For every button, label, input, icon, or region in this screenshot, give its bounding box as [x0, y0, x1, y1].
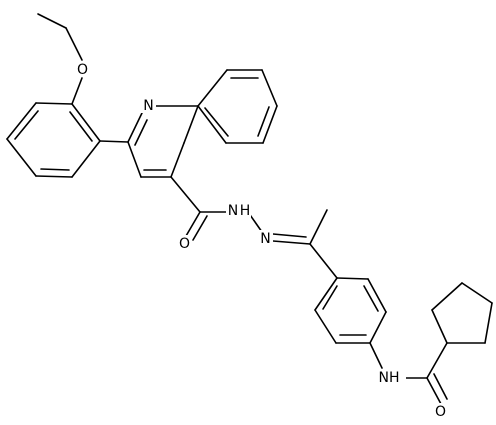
bond-cp-5: [431, 309, 448, 344]
atom-o-amide-label: O: [435, 404, 446, 420]
bond-phenyl-double-b: [40, 168, 70, 171]
bond-phenyl-3: [6, 138, 37, 177]
bond-ring2-6: [336, 277, 369, 280]
bond-c4a-c4: [170, 142, 185, 178]
atom-o-hydrazide-label: O: [179, 236, 190, 252]
atom-o-hydrazide: O: [177, 235, 192, 252]
bond-cp-3: [461, 282, 493, 304]
bond-c4-carbonyl: [170, 176, 201, 213]
bond-carbonyl-o: [185, 211, 201, 237]
atom-h-hydrazide-label: H: [240, 203, 251, 219]
bond-cp-2: [484, 302, 493, 344]
bond-o-aryl: [71, 77, 83, 105]
atom-n-quinoline-label: N: [143, 98, 153, 114]
bond-biaryl: [99, 140, 129, 143]
bond-ring2-1: [314, 277, 338, 311]
bond-imine-double: [272, 233, 307, 238]
bond-benzo-1: [197, 69, 228, 107]
bonds: [6, 13, 493, 405]
bond-c3-c2: [127, 141, 142, 178]
bond-phenyl-double-c: [69, 111, 93, 142]
atom-n-imine-label: N: [260, 231, 270, 247]
bond-imine: [272, 240, 311, 245]
bond-phenyl-2: [6, 102, 37, 140]
bond-aryl-nh: [369, 342, 383, 369]
atom-nh-hydrazide: N H: [226, 203, 251, 219]
bond-benzo-double-b: [257, 106, 270, 137]
atom-o-ether-label: O: [77, 62, 88, 78]
bond-benzo-double-c: [204, 107, 229, 137]
bond-phenyl-6: [71, 103, 101, 142]
bond-phenyl-double-a: [14, 110, 39, 140]
bond-benzo-4: [262, 105, 278, 144]
bond-ethyl-ch3: [37, 13, 67, 29]
atom-labels: O N N H N O NH O: [75, 61, 448, 420]
bond-ring2-2: [314, 309, 337, 344]
atom-n-imine: N: [258, 230, 273, 247]
atom-n-hydrazide-label: N: [228, 203, 238, 219]
bond-carbonyl-o-double: [192, 215, 208, 241]
bond-phenyl-4: [35, 175, 73, 178]
bond-amide-cyclopentyl: [426, 342, 448, 379]
bond-ethyl-ch2-o: [65, 27, 83, 61]
bond-c2-n1-double: [134, 119, 148, 146]
bond-ring2-double-a: [322, 285, 338, 310]
atom-n-quinoline: N: [141, 97, 156, 114]
bond-amide-co-double: [433, 373, 448, 400]
bond-phenyl-5: [71, 140, 101, 178]
atom-o-amide: O: [433, 403, 448, 420]
atom-nh-amide-label: NH: [379, 370, 400, 386]
bond-c8a-c4a: [183, 105, 199, 144]
bond-imine-methyl: [309, 209, 328, 245]
bond-ring2-double-c: [363, 285, 379, 312]
bond-amide-co: [426, 377, 442, 405]
atom-o-ether: O: [75, 61, 90, 78]
bond-benzo-3: [261, 69, 278, 107]
bond-imine-aryl: [309, 243, 338, 279]
bond-c2-n1: [127, 112, 143, 143]
atom-nh-amide: NH: [373, 369, 406, 386]
bond-benzo-6: [197, 105, 227, 144]
bond-phenyl-1: [35, 102, 73, 105]
bond-ring2-5: [367, 278, 387, 313]
bond-ring2-4: [369, 311, 387, 344]
bond-cp-4: [431, 282, 463, 311]
